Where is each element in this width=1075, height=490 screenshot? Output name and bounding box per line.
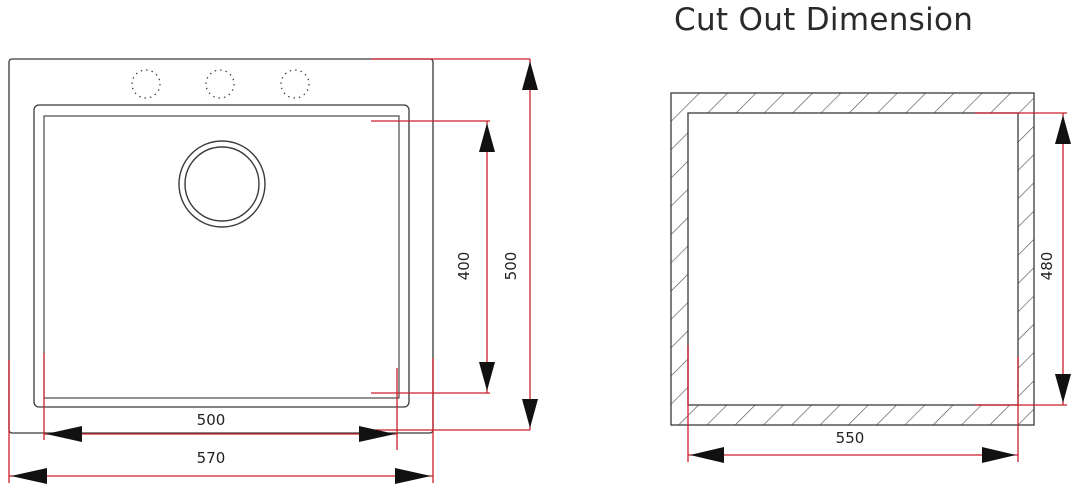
cutout-height-label: 480 — [1038, 252, 1056, 281]
cutout-outer-outline — [670, 92, 1035, 426]
cutout-view — [670, 92, 1035, 426]
outer-height-label: 500 — [502, 252, 520, 281]
cut-out-dimension-title: Cut Out Dimension — [674, 2, 974, 38]
inner-width-arrow-left — [46, 426, 82, 442]
inner-height-arrow-top — [479, 123, 495, 152]
inner-height-label: 400 — [455, 252, 473, 281]
outer-height-arrow-bottom — [522, 399, 538, 428]
cutout-width-arrow-right — [982, 447, 1016, 463]
inner-height-arrow-bottom — [479, 362, 495, 391]
cutout-hatched-border — [671, 93, 1034, 425]
drain-inner-ring — [184, 146, 260, 222]
inner-width-arrow-right — [359, 426, 395, 442]
tap-hole-1-icon — [131, 69, 161, 99]
cutout-inner-outline — [687, 112, 1019, 406]
sink-arrowheads — [11, 61, 538, 484]
inner-width-label: 500 — [197, 411, 226, 429]
cutout-arrowheads — [690, 115, 1071, 463]
outer-height-arrow-top — [522, 61, 538, 90]
outer-width-arrow-right — [395, 468, 431, 484]
outer-width-label: 570 — [197, 449, 226, 467]
sink-extension-lines — [8, 58, 531, 483]
cutout-width-label: 550 — [836, 429, 865, 447]
cutout-height-arrow-top — [1055, 115, 1071, 144]
tap-hole-3-icon — [280, 69, 310, 99]
cutout-height-arrow-bottom — [1055, 374, 1071, 403]
cutout-width-arrow-left — [690, 447, 724, 463]
bowl-rim-outline — [33, 104, 410, 408]
cutout-extension-lines — [687, 112, 1067, 462]
sink-top-view — [8, 58, 434, 434]
tap-hole-2-icon — [205, 69, 235, 99]
outer-width-arrow-left — [11, 468, 47, 484]
bowl-inner-outline — [43, 115, 400, 399]
drain-outer-ring — [178, 140, 266, 228]
sink-outer-outline — [8, 58, 434, 434]
